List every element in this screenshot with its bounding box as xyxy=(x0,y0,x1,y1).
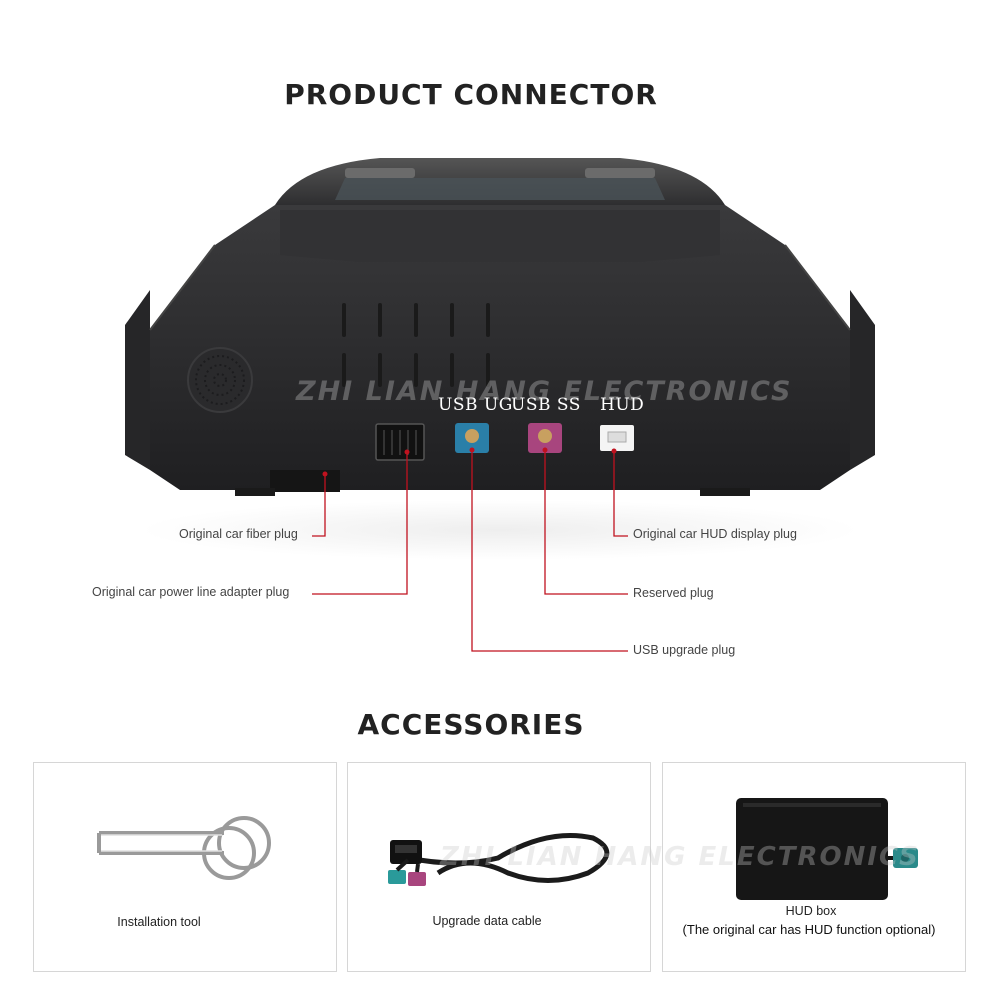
hud-box-note: (The original car has HUD function optio… xyxy=(682,922,936,937)
device-body xyxy=(150,205,850,490)
upgrade-cable-image xyxy=(388,833,610,886)
hud-box-image xyxy=(736,798,918,900)
watermark-top: ZHI LIAN HANG ELECTRONICS xyxy=(296,376,793,407)
hud-box-caption: HUD box xyxy=(785,904,837,918)
callout-usb-upgrade: USB upgrade plug xyxy=(633,643,736,657)
accessory-card-installation-tool: Installation tool xyxy=(33,762,337,972)
accessories-heading: ACCESSORIES xyxy=(357,708,585,741)
accessory-card-hud-box: HUD box (The original car has HUD functi… xyxy=(662,762,966,972)
left-hinge xyxy=(345,168,415,178)
right-hinge xyxy=(585,168,655,178)
callout-lines xyxy=(312,450,628,652)
accessory-card-upgrade-cable: Upgrade data cable xyxy=(347,762,651,972)
installation-tool-image xyxy=(97,816,271,880)
hud-label: HUD xyxy=(600,395,645,415)
usb-ug-label: USB UG xyxy=(438,395,513,415)
device-rear-illustration xyxy=(125,158,875,652)
callout-reserved: Reserved plug xyxy=(633,586,714,600)
callout-power: Original car power line adapter plug xyxy=(92,585,290,599)
installation-tool-caption: Installation tool xyxy=(117,915,201,929)
speaker-grill xyxy=(187,347,253,413)
callout-hud-display: Original car HUD display plug xyxy=(633,527,797,541)
fiber-plug-slot xyxy=(270,470,340,492)
upgrade-cable-caption: Upgrade data cable xyxy=(432,914,542,928)
usb-ss-label: USB SS xyxy=(511,395,581,415)
product-connector-heading: PRODUCT CONNECTOR xyxy=(284,78,658,111)
callout-fiber: Original car fiber plug xyxy=(179,527,298,541)
watermark-bottom: ZHI LIAN HANG ELECTRONICS xyxy=(440,842,920,872)
vent-slots xyxy=(342,303,490,387)
